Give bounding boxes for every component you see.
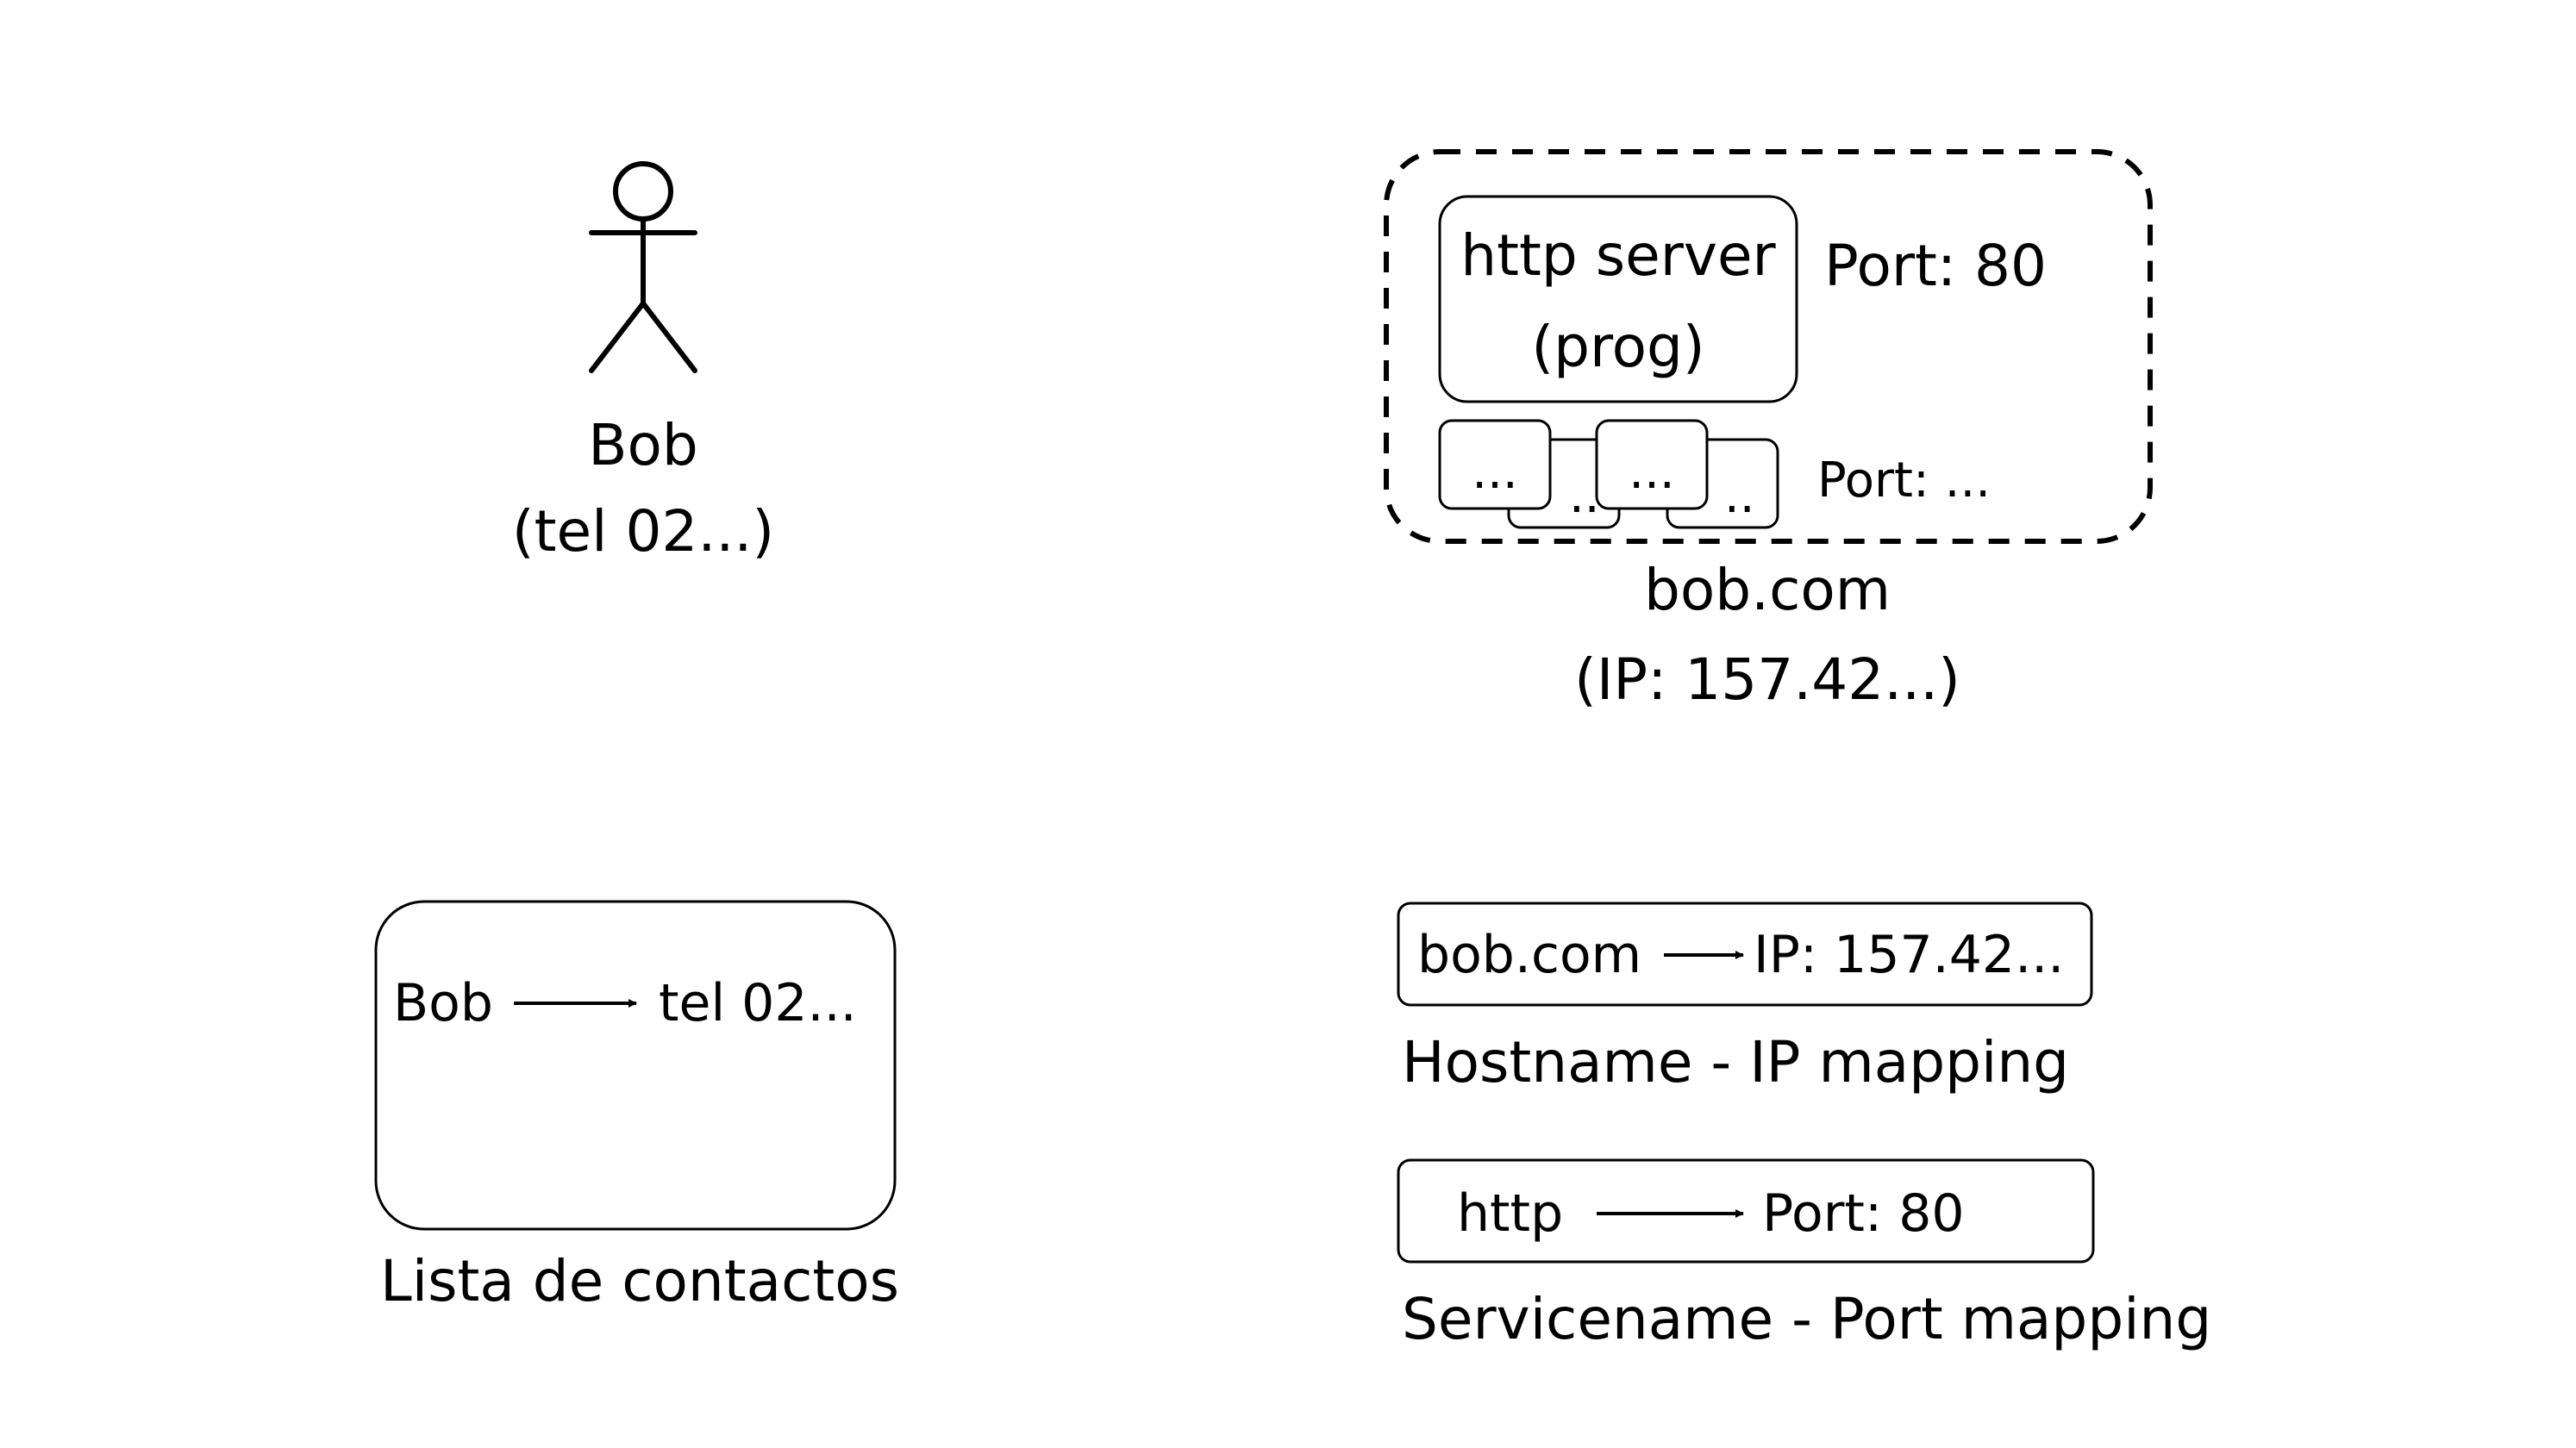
server-container xyxy=(1384,149,2153,544)
person-name: Bob xyxy=(588,412,698,478)
hostname-map-caption: Hostname - IP mapping xyxy=(1402,1029,2070,1095)
stick-figure-icon xyxy=(589,161,697,373)
hostname-label: bob.com xyxy=(1643,557,1891,623)
contact-list-caption: Lista de contactos xyxy=(379,1248,900,1314)
contact-entry-name: Bob xyxy=(393,973,493,1033)
http-server-box xyxy=(1438,195,1798,403)
program-type: (prog) xyxy=(1531,314,1705,380)
hostname-map-to: IP: 157.42... xyxy=(1754,925,2065,985)
contact-entry-value: tel 02... xyxy=(659,973,857,1033)
program-name: http server xyxy=(1460,222,1776,289)
contact-list-box xyxy=(374,900,897,1231)
port-other-label: Port: ... xyxy=(1817,452,1991,509)
service-map-caption: Servicename - Port mapping xyxy=(1402,1286,2212,1352)
service-mapping-box xyxy=(1397,1158,2095,1264)
hostname-map-from: bob.com xyxy=(1417,925,1642,985)
person-phone: (tel 02...) xyxy=(511,498,775,565)
service-map-to: Port: 80 xyxy=(1762,1183,1965,1244)
ip-label: (IP: 157.42...) xyxy=(1574,646,1960,713)
process-box-label-2: ... xyxy=(1629,444,1675,500)
process-box-front-2 xyxy=(1595,419,1709,510)
service-map-from: http xyxy=(1457,1183,1564,1244)
process-box-front-1 xyxy=(1438,419,1552,510)
process-box-partial-label-2: .. xyxy=(1724,468,1755,524)
process-box-label-1: ... xyxy=(1472,444,1518,500)
hostname-mapping-box xyxy=(1397,902,2093,1007)
port-main-label: Port: 80 xyxy=(1824,233,2048,299)
process-box-partial-label-1: .. xyxy=(1569,468,1600,524)
